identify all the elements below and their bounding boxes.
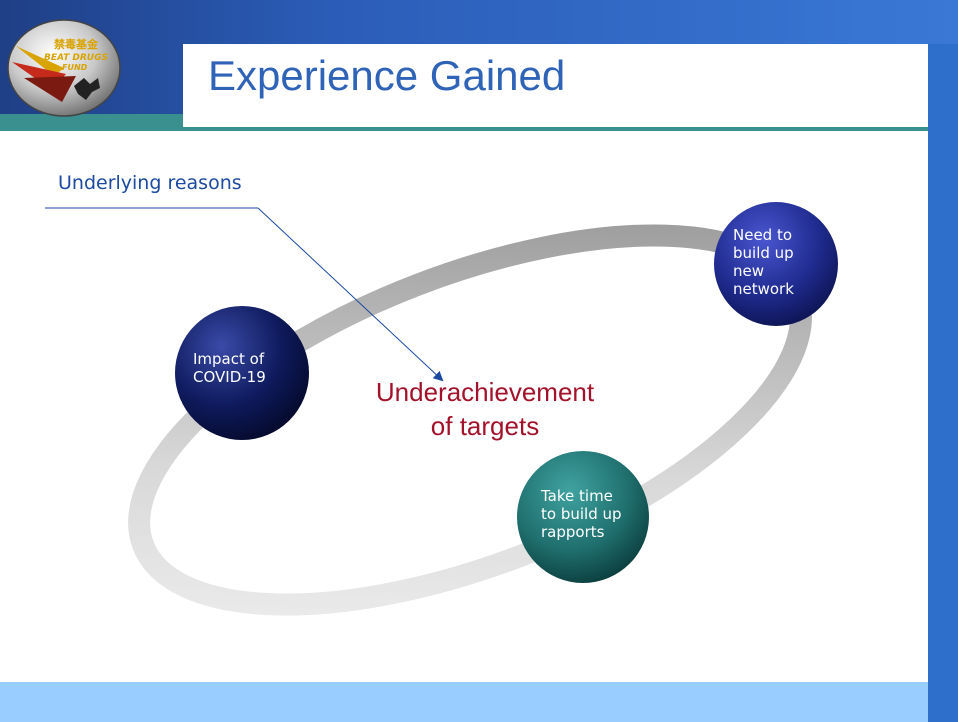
node-rapport-line3: rapports bbox=[541, 523, 605, 541]
node-network bbox=[714, 202, 838, 326]
node-network-label: Need to build up new network bbox=[733, 226, 833, 298]
header-accent-block bbox=[0, 114, 183, 127]
node-network-line4: network bbox=[733, 280, 794, 298]
footer-corner bbox=[928, 682, 958, 722]
center-message-line2: of targets bbox=[430, 411, 540, 441]
node-rapport-line2: to build up bbox=[541, 505, 622, 523]
node-covid bbox=[175, 306, 309, 440]
beat-drugs-fund-logo-icon: 禁毒基金 BEAT DRUGS FUND bbox=[7, 19, 121, 117]
pointer-arrow bbox=[257, 207, 444, 382]
node-rapport bbox=[517, 451, 649, 583]
node-rapport-label: Take time to build up rapports bbox=[541, 487, 651, 541]
logo-text-fund: FUND bbox=[62, 63, 88, 72]
right-side-bar bbox=[928, 44, 958, 682]
subheading: Underlying reasons bbox=[58, 172, 242, 194]
node-network-line3: new bbox=[733, 262, 765, 280]
node-covid-line2: COVID-19 bbox=[193, 368, 266, 386]
node-rapport-line1: Take time bbox=[541, 487, 613, 505]
logo-text-beat-drugs: BEAT DRUGS bbox=[44, 53, 108, 63]
node-covid-label: Impact of COVID-19 bbox=[193, 350, 303, 386]
footer-band bbox=[0, 682, 928, 722]
title-area bbox=[183, 44, 928, 128]
node-network-line1: Need to bbox=[733, 226, 793, 244]
header-accent-line bbox=[0, 127, 958, 131]
node-network-line2: build up bbox=[733, 244, 794, 262]
node-covid-line1: Impact of bbox=[193, 350, 265, 368]
logo-text-chinese: 禁毒基金 bbox=[54, 37, 99, 51]
slide-title: Experience Gained bbox=[208, 52, 566, 99]
center-message: Underachievement of targets bbox=[340, 375, 630, 443]
center-message-line1: Underachievement bbox=[375, 377, 595, 407]
